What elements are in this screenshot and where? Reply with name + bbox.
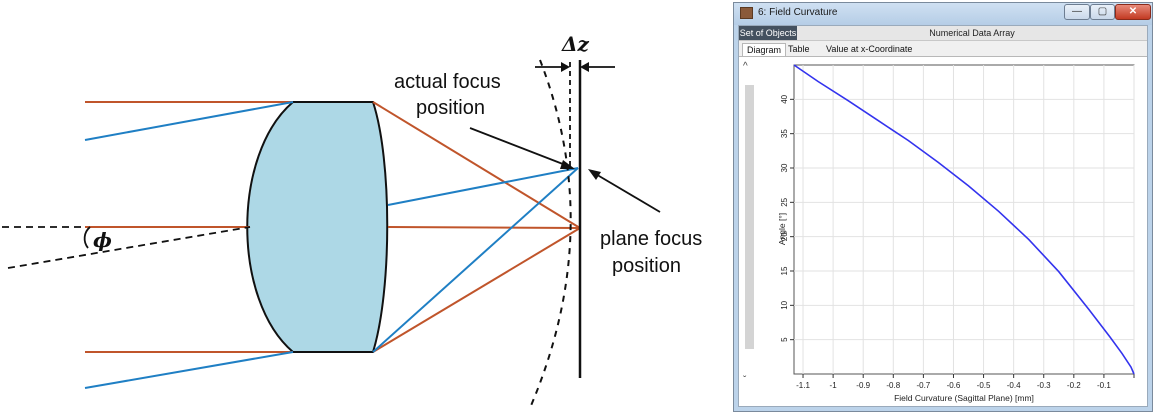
x-tick-label: -1.1 [796,381,810,390]
actual-focus-label-line1: actual focus [394,71,501,93]
minimize-button[interactable]: — [1064,4,1090,20]
tab-bar: Diagram Table Value at x-Coordinate [739,41,1147,57]
phi-label: ϕ [93,228,112,252]
x-tick-label: -0.6 [947,381,961,390]
header-bar: Set of Objects Numerical Data Array [739,26,1147,41]
grid [794,65,1135,374]
numerical-data-array-label[interactable]: Numerical Data Array [929,28,1015,38]
actual-focus-pointer-head [560,160,575,169]
plane-focus-label-line1: plane focus [600,228,702,250]
window-title: 6: Field Curvature [758,7,838,18]
curved-focal-surface [529,59,572,409]
delta-z-arrowhead-right [580,62,589,72]
y-tick-label: 35 [780,129,789,138]
lens [246,101,389,353]
y-tick-label: 20 [780,232,789,241]
actual-focus-label-line2: position [416,97,485,119]
y-tick-label: 15 [780,266,789,275]
scroll-up-icon[interactable]: ^ [743,61,748,72]
plane-focus-pointer [593,172,661,213]
series-line [793,64,1135,375]
x-tick-label: -0.9 [856,381,870,390]
x-tick-label: -0.8 [886,381,900,390]
ticks: -1.1 -1 -0.9 -0.8 -0.7 -0.6 -0.5 -0.4 -0.3 -0.2 -0… [780,94,1135,390]
field-curvature-plot: -1.1 -1 -0.9 -0.8 -0.7 -0.6 -0.5 -0.4 -0.3 -0.2 -0… [777,64,1135,403]
x-tick-label: -0.4 [1007,381,1021,390]
y-tick-label: 25 [780,197,789,206]
window-content: Set of Objects Numerical Data Array Diag… [738,25,1148,407]
delta-z-arrowhead-left [561,62,570,72]
delta-z-label: Δz [561,32,590,56]
y-axis-title: Angle [°] [777,213,787,245]
angle-arc [83,226,91,249]
x-tick-label: -0.2 [1067,381,1081,390]
scroll-thumb[interactable] [745,85,754,349]
refracted-ray-blue-top [387,167,579,206]
optics-diagram: ϕ Δz actual focus position plane focus p… [2,32,702,409]
field-angle-ray-dashed [7,226,251,269]
y-tick-label: 30 [780,163,789,172]
refracted-ray-red-top [372,101,581,229]
y-tick-label: 10 [780,300,789,309]
maximize-button[interactable]: ▢ [1090,4,1115,20]
field-curvature-window: 6: Field Curvature — ▢ ✕ Set of Objects … [733,2,1153,412]
incoming-ray-blue-top [84,101,294,141]
tab-value-at-x-coordinate[interactable]: Value at x-Coordinate [826,44,913,54]
plot-area [793,64,1135,375]
y-tick-label: 5 [780,337,789,342]
x-axis-title: Field Curvature (Sagittal Plane) [mm] [894,393,1034,403]
tab-diagram[interactable]: Diagram [742,43,787,56]
scroll-down-icon[interactable]: ˇ [743,375,747,386]
plane-focus-pointer-head [588,169,601,180]
actual-focus-pointer [469,127,569,167]
refracted-ray-red-bottom [372,227,581,353]
close-button[interactable]: ✕ [1115,4,1151,20]
refracted-ray-red-middle [387,226,581,229]
x-tick-label: -0.7 [916,381,930,390]
refracted-ray-blue-bottom [372,167,579,353]
x-tick-label: -0.1 [1097,381,1111,390]
y-tick-label: 40 [780,94,789,103]
vertical-scrollbar[interactable]: ^ ˇ [739,57,759,406]
app-icon [740,7,753,19]
title-bar[interactable]: 6: Field Curvature — ▢ ✕ [734,3,1152,25]
x-tick-label: -0.5 [977,381,991,390]
tab-table[interactable]: Table [788,44,810,54]
x-tick-label: -1 [830,381,838,390]
plane-focus-label-line2: position [612,255,681,277]
x-tick-label: -0.3 [1037,381,1051,390]
incoming-ray-blue-bottom [84,351,294,389]
set-of-objects-button[interactable]: Set of Objects [739,26,797,40]
